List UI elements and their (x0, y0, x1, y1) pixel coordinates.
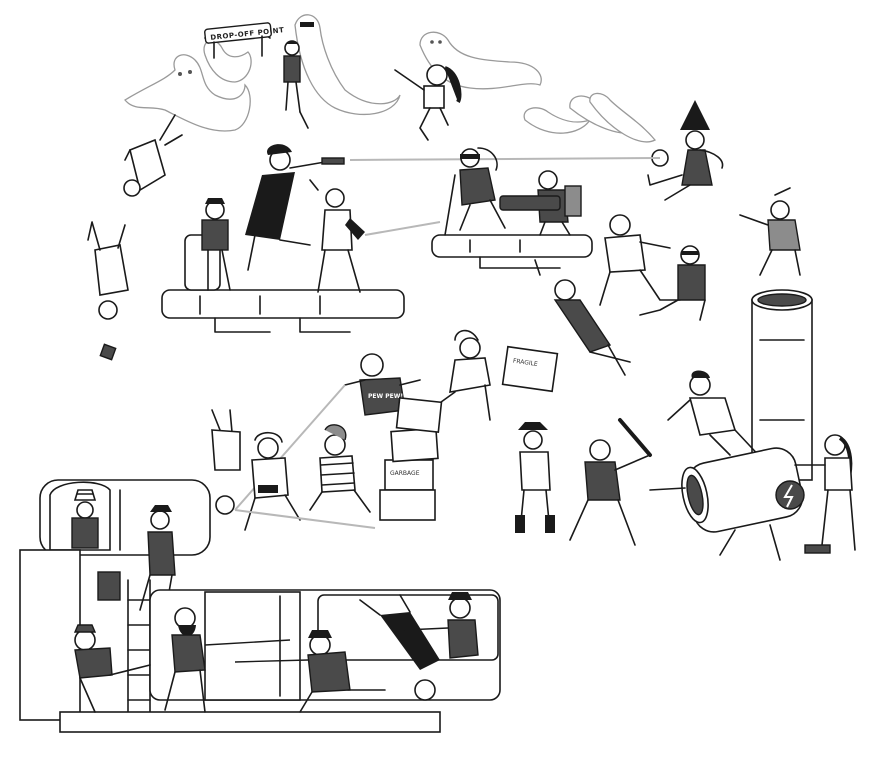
man-hit-by-blast (309, 179, 365, 293)
man-with-striped-hat-in-cockpit (71, 489, 99, 549)
man-swinging-bat (569, 418, 652, 546)
cannon (649, 447, 805, 561)
man-with-sunglasses-kicking (639, 245, 706, 321)
tumbling-man-bottom (359, 594, 440, 701)
backpack-tank (564, 185, 582, 217)
man-with-cap-at-console (201, 198, 231, 291)
platform-middle (431, 174, 593, 269)
cannon-pedal (804, 544, 831, 554)
man-in-striped-shirt-running (309, 424, 371, 513)
shirt-text: PEW PEW! (368, 393, 403, 400)
fragile-box-label: FRAGILE (512, 358, 538, 368)
woman-flying-kick (667, 370, 766, 463)
ladder (127, 579, 151, 721)
bearded-fencer (164, 607, 291, 713)
garbage-box-label: GARBAGE (390, 470, 420, 477)
laser-beam-horizontal (234, 509, 376, 529)
witch (647, 100, 724, 201)
woman-carried-by-ghost (394, 64, 462, 141)
man-with-cannon-gun (499, 170, 582, 236)
woman-operating-cannon (794, 434, 856, 554)
box-stack: GARBAGE (379, 397, 443, 521)
woman-with-goggles-on-scooter (459, 147, 506, 231)
fencer-in-cap (234, 630, 386, 713)
man-in-headphones-jumping (244, 431, 301, 531)
blast-beam (364, 221, 441, 236)
ghost-left (124, 54, 251, 132)
woman-in-black-dress-with-gun (245, 144, 345, 271)
man-in-pew-shirt-shooting: PEW PEW! (344, 353, 421, 416)
man-running-punching (599, 214, 681, 306)
lightning-bolt-icon (783, 484, 794, 508)
man-in-cap-kicking (73, 624, 151, 713)
woman-carrying-fragile-box: FRAGILE (429, 329, 559, 421)
platform-left (161, 234, 405, 333)
ghost-carrying-man (294, 14, 401, 116)
ghost-gun-beam-top (349, 157, 661, 161)
dropoff-sign: DROP-OFF POINT (204, 22, 285, 59)
upside-down-man-left (211, 409, 241, 515)
man-with-mohawk-reaching (739, 187, 801, 276)
man-in-window-pointing (404, 592, 479, 659)
cowboy-man (515, 422, 555, 533)
man-carried-by-ghost (283, 40, 309, 129)
falling-man-lower (87, 221, 129, 361)
explosion-burst (345, 218, 365, 240)
laser-beam-diagonal (234, 384, 346, 511)
man-falling-diagonal (534, 259, 631, 376)
ghost-trio-right (523, 92, 657, 143)
bucket (97, 571, 121, 601)
falling-man-upper (123, 114, 183, 197)
ghost-holding-sign (203, 39, 252, 83)
fragile-box (501, 345, 559, 393)
